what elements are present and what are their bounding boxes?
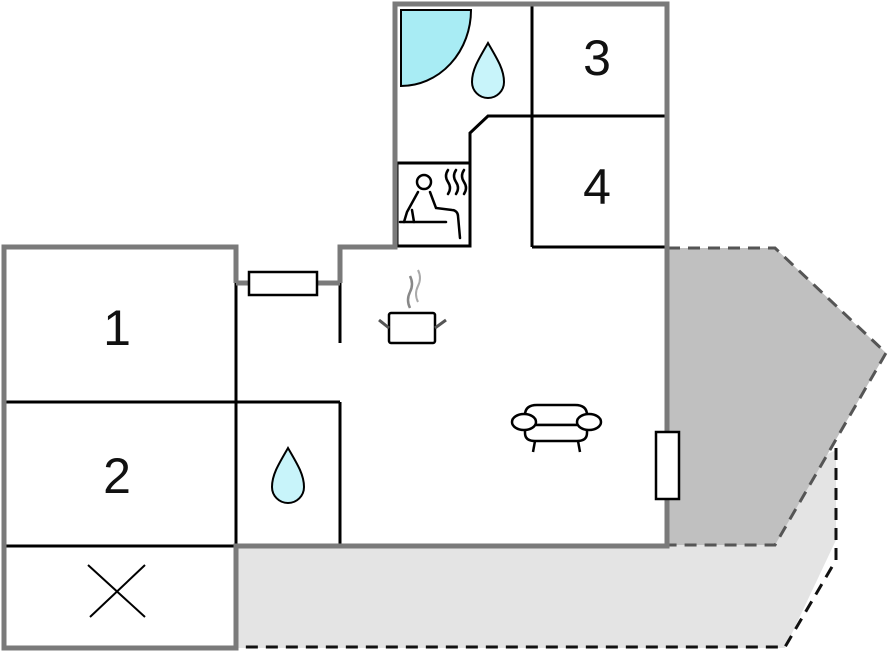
cooking-pot-icon — [378, 269, 447, 345]
window — [247, 270, 319, 297]
water-drop-icon — [270, 446, 306, 504]
water-drop-icon — [470, 41, 506, 99]
room-label-2: 2 — [103, 448, 131, 504]
shower-icon — [400, 9, 473, 88]
room-label-1: 1 — [103, 300, 131, 356]
covered-terrace-border — [632, 246, 888, 547]
room-label-3: 3 — [583, 30, 611, 86]
cross-icon — [87, 564, 146, 618]
window — [654, 430, 681, 501]
open-terrace — [236, 450, 836, 648]
open-terrace-border — [236, 448, 838, 649]
room-label-4: 4 — [583, 159, 611, 215]
sofa-icon — [510, 403, 603, 453]
sauna-icon — [398, 168, 468, 240]
covered-terrace — [668, 248, 886, 545]
